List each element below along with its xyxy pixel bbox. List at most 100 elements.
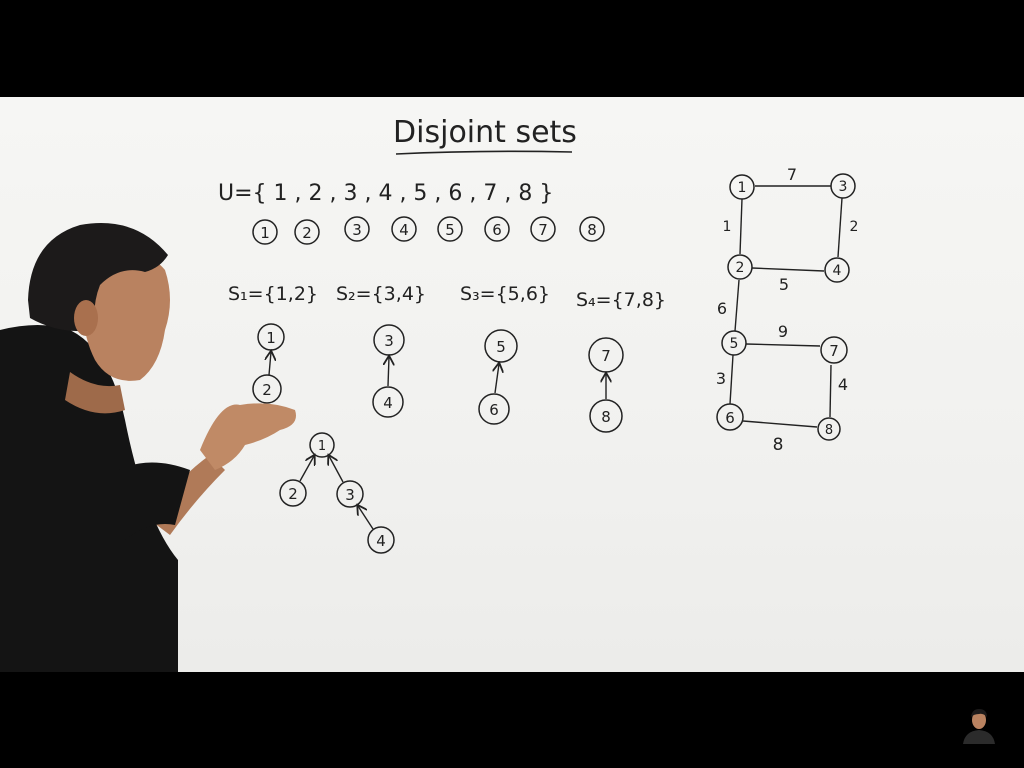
union-node-label: 2: [288, 485, 298, 503]
union-node-label: 1: [318, 439, 326, 454]
graph-node-circle: [817, 417, 841, 441]
set-s1-label: S₁={1,2}: [228, 283, 318, 305]
set-trees: 1 2 3 4 5 6 7 8: [252, 323, 624, 433]
tree-node-label: 4: [383, 394, 393, 412]
tree-node-circle: [589, 399, 623, 433]
graph-node-label: 7: [829, 342, 839, 360]
graph-node-circle: [824, 257, 850, 283]
universe-node-label: 8: [587, 221, 597, 239]
presenter-face: [83, 252, 170, 381]
set-s4-label: S₄={7,8}: [576, 289, 666, 311]
presenter-hair: [28, 223, 168, 332]
universe-node-label: 7: [538, 221, 548, 239]
union-node-label: 3: [345, 486, 355, 504]
graph-edge: [739, 198, 743, 255]
universe-node-circle: [391, 216, 417, 242]
graph-node-label: 2: [736, 260, 745, 276]
set-s3-label: S₃={5,6}: [460, 283, 550, 305]
graph-node-circle: [729, 174, 755, 200]
universe-node-circle: [252, 219, 278, 245]
edge-weight-label: 9: [778, 322, 788, 341]
tree-node-label: 2: [262, 381, 272, 399]
edge-weight-label: 3: [716, 369, 726, 388]
tree-node-circle: [372, 386, 404, 418]
tree-edge: [495, 364, 499, 394]
tree-node-label: 5: [496, 338, 506, 356]
graph-edge: [829, 364, 832, 418]
union-node-circle: [309, 432, 335, 458]
edge-weight-label: 2: [850, 219, 859, 235]
graph-edge: [734, 279, 740, 332]
avatar-face: [972, 711, 986, 729]
universe-node-label: 5: [445, 221, 455, 239]
universe-node-label: 4: [399, 221, 409, 239]
universe-node-circle: [530, 216, 556, 242]
universe-node-label: 1: [260, 224, 270, 242]
graph-edge: [751, 267, 825, 272]
graph-node-circle: [830, 173, 856, 199]
tree-node-label: 8: [601, 408, 611, 426]
universe-set: U={ 1 , 2 , 3 , 4 , 5 , 6 , 7 , 8 }: [218, 181, 553, 206]
graph-edge: [745, 343, 821, 347]
avatar-hair: [971, 709, 987, 717]
graph-node-label: 3: [839, 179, 848, 195]
avatar-body: [963, 730, 995, 744]
universe-node-circle: [484, 216, 510, 242]
graph-node-label: 1: [738, 180, 747, 196]
graph-node-label: 5: [730, 336, 739, 352]
union-node-circle: [336, 480, 364, 508]
union-edge: [329, 456, 344, 483]
universe-node-circle: [294, 219, 320, 245]
edge-weight-label: 5: [779, 275, 789, 294]
set-s2-label: S₂={3,4}: [336, 283, 426, 305]
presenter: [0, 223, 296, 672]
edge-weight-label: 1: [723, 219, 732, 235]
graph-node-label: 6: [725, 409, 735, 427]
edge-weight-label: 6: [717, 299, 727, 318]
union-node-circle: [367, 526, 395, 554]
weighted-graph: 1 2 3 4 5 6 7 8 7 1 2 5 6 9 3 4 8: [716, 165, 859, 455]
presenter-torso: [0, 325, 178, 672]
presenter-hand: [200, 403, 296, 470]
edge-weight-label: 7: [787, 165, 797, 184]
graph-edge: [837, 197, 843, 258]
edge-weight-label: 4: [838, 375, 848, 394]
graph-node-label: 4: [833, 263, 842, 279]
union-edge: [358, 506, 374, 530]
universe-node-circle: [579, 216, 605, 242]
title-underline: [395, 150, 573, 155]
tree-node-label: 6: [489, 401, 499, 419]
presenter-ear: [74, 300, 98, 336]
presenter-neck: [65, 372, 125, 414]
edge-weight-label: 8: [773, 435, 784, 455]
universe-node-circle: [344, 216, 370, 242]
graph-node-circle: [716, 403, 744, 431]
tree-node-circle: [252, 374, 282, 404]
graph-edge: [729, 354, 734, 405]
union-node-label: 4: [376, 532, 386, 550]
graph-edge: [742, 420, 818, 428]
union-tree: 1 2 3 4: [279, 432, 395, 554]
universe-node-label: 2: [302, 224, 312, 242]
tree-edge: [269, 352, 271, 376]
tree-node-label: 3: [384, 332, 394, 350]
top-letterbox: [0, 0, 1024, 97]
board-title: Disjoint sets: [393, 115, 577, 150]
graph-node-label: 8: [825, 423, 833, 438]
universe-nodes: 1 2 3 4 5 6 7 8: [252, 216, 605, 245]
universe-node-label: 6: [492, 221, 502, 239]
presenter-sleeve: [118, 462, 190, 540]
union-edge: [299, 456, 314, 482]
tree-node-label: 1: [266, 329, 276, 347]
universe-node-label: 3: [352, 221, 362, 239]
tree-edge: [388, 357, 389, 387]
graph-node-circle: [727, 254, 753, 280]
graph-node-circle: [820, 336, 848, 364]
universe-node-circle: [437, 216, 463, 242]
avatar[interactable]: [960, 704, 998, 744]
bottom-letterbox: [0, 672, 1024, 768]
graph-node-circle: [721, 330, 747, 356]
tree-node-label: 7: [601, 347, 611, 365]
union-node-circle: [279, 479, 307, 507]
